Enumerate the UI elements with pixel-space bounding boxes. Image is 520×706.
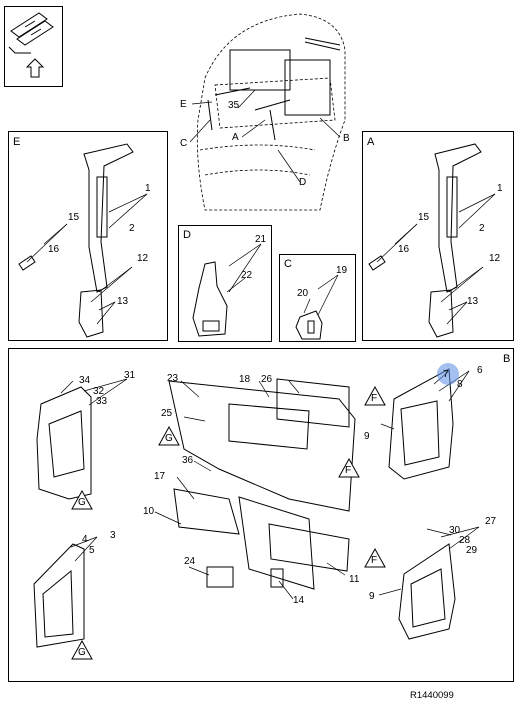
b-callout-g1[interactable]: G	[78, 497, 86, 508]
b-callout-14[interactable]: 14	[293, 595, 305, 606]
view-c-callout-20[interactable]: 20	[297, 288, 309, 299]
view-e-title: E	[13, 136, 21, 148]
view-a-callout-12[interactable]: 12	[489, 253, 501, 264]
drawing-reference-code: R1440099	[410, 690, 454, 701]
b-callout-31[interactable]: 31	[124, 370, 136, 381]
b-callout-5[interactable]: 5	[89, 545, 95, 556]
b-callout-9b[interactable]: 9	[369, 591, 375, 602]
b-callout-4[interactable]: 4	[82, 534, 88, 545]
view-e-panel[interactable]: E 1 2 15 16 12 13	[8, 131, 168, 341]
b-callout-10[interactable]: 10	[143, 506, 155, 517]
view-a-pillar-drawing	[368, 143, 496, 338]
b-callout-36[interactable]: 36	[182, 455, 194, 466]
view-a-callout-1[interactable]: 1	[497, 183, 503, 194]
view-b-panel[interactable]: B	[8, 348, 514, 682]
view-e-callout-2[interactable]: 2	[129, 223, 135, 234]
view-e-callout-12[interactable]: 12	[137, 253, 149, 264]
view-a-callout-13[interactable]: 13	[467, 296, 479, 307]
view-d-callout-22[interactable]: 22	[241, 270, 253, 281]
b-callout-27[interactable]: 27	[485, 516, 497, 527]
view-b-title: B	[503, 353, 511, 365]
b-callout-28[interactable]: 28	[459, 535, 471, 546]
b-callout-26[interactable]: 26	[261, 374, 273, 385]
b-callout-23[interactable]: 23	[167, 373, 179, 384]
b-callout-32[interactable]: 32	[93, 386, 105, 397]
cab-callout-a[interactable]: A	[232, 132, 239, 143]
view-a-panel[interactable]: A 1 2 15 16 12 13	[362, 131, 514, 341]
view-a-callout-15[interactable]: 15	[418, 212, 430, 223]
b-callout-g2[interactable]: G	[165, 433, 173, 444]
cab-callout-35[interactable]: 35	[228, 100, 240, 111]
b-callout-29[interactable]: 29	[466, 545, 478, 556]
overview-thumbnail[interactable]	[4, 6, 63, 87]
b-callout-24[interactable]: 24	[184, 556, 196, 567]
b-callout-3[interactable]: 3	[110, 530, 116, 541]
b-callout-g3[interactable]: G	[78, 647, 86, 658]
b-callout-8[interactable]: 8	[457, 379, 463, 390]
view-c-callout-19[interactable]: 19	[336, 265, 348, 276]
view-a-callout-16[interactable]: 16	[398, 244, 410, 255]
view-d-title: D	[183, 229, 191, 241]
view-d-callout-21[interactable]: 21	[255, 234, 267, 245]
b-callout-25[interactable]: 25	[161, 408, 173, 419]
b-callout-f3[interactable]: F	[371, 555, 378, 566]
b-callout-f2[interactable]: F	[371, 393, 378, 404]
b-callout-34[interactable]: 34	[79, 375, 91, 386]
b-callout-18[interactable]: 18	[239, 374, 251, 385]
navigation-arrow-icon	[8, 12, 54, 78]
view-d-panel[interactable]: D 21 22	[178, 225, 272, 342]
view-e-callout-15[interactable]: 15	[68, 212, 80, 223]
b-callout-33[interactable]: 33	[96, 396, 108, 407]
b-callout-6[interactable]: 6	[477, 365, 483, 376]
b-callout-11[interactable]: 11	[349, 574, 360, 585]
b-callout-30[interactable]: 30	[449, 525, 461, 536]
view-c-bracket-drawing	[295, 274, 339, 340]
cab-callout-c[interactable]: C	[180, 138, 188, 149]
view-a-title: A	[367, 136, 375, 148]
view-e-callout-1[interactable]: 1	[145, 183, 151, 194]
view-c-panel[interactable]: C 19 20	[279, 254, 356, 342]
b-callout-7[interactable]: 7	[443, 369, 449, 380]
view-b-exploded-drawing	[33, 368, 480, 660]
b-callout-f1[interactable]: F	[345, 465, 352, 476]
highlight-marker	[437, 363, 459, 385]
cab-callout-e[interactable]: E	[180, 99, 187, 110]
view-c-title: C	[284, 258, 292, 270]
view-a-callout-2[interactable]: 2	[479, 223, 485, 234]
cab-callout-d[interactable]: D	[299, 177, 307, 188]
view-d-panel-drawing	[192, 243, 262, 337]
view-e-callout-16[interactable]: 16	[48, 244, 60, 255]
view-e-pillar-drawing	[18, 143, 148, 338]
b-callout-17[interactable]: 17	[154, 471, 166, 482]
cab-callout-b[interactable]: B	[343, 133, 350, 144]
view-e-callout-13[interactable]: 13	[117, 296, 129, 307]
b-callout-9a[interactable]: 9	[364, 431, 370, 442]
